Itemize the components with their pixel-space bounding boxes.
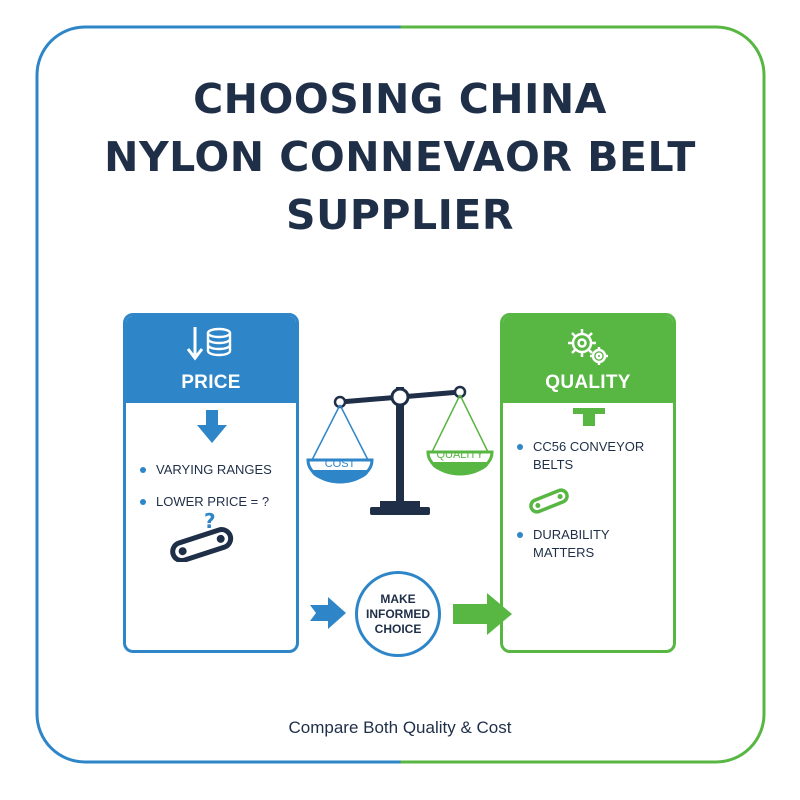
price-panel-header: PRICE [126, 316, 296, 403]
title-line-3: SUPPLIER [286, 191, 514, 239]
price-bullets: VARYING RANGES LOWER PRICE = ? [136, 461, 290, 525]
title-line-2: NYLON CONNEVAOR BELT [104, 133, 696, 181]
list-item: VARYING RANGES [136, 461, 290, 479]
list-item: CC56 CONVEYOR BELTS [513, 438, 667, 474]
quality-panel: QUALITY CC56 CONVEYOR BELTS DURABILITY M… [500, 313, 676, 653]
scale-quality-label: QUALITY [436, 449, 484, 461]
up-arrow-icon [573, 408, 605, 426]
footer-caption: Compare Both Quality & Cost [288, 718, 512, 737]
make-informed-choice-circle: MAKE INFORMED CHOICE [355, 571, 441, 657]
bullet-text: VARYING RANGES [156, 462, 272, 477]
page-title: CHOOSING CHINA NYLON CONNEVAOR BELT SUPP… [0, 70, 800, 244]
list-item: LOWER PRICE = ? [136, 493, 290, 511]
scale-cost-label: COST [325, 458, 356, 470]
bullet-text: DURABILITY MATTERS [533, 527, 610, 560]
conveyor-belt-icon [529, 488, 569, 514]
balance-scale: COST QUALITY [306, 385, 494, 515]
down-arrow-icon [197, 410, 227, 443]
quality-bullets: CC56 CONVEYOR BELTS DURABILITY MATTERS [513, 438, 667, 576]
gears-icon [568, 329, 608, 365]
left-arrow-icon [310, 597, 346, 629]
quality-label: QUALITY [545, 372, 631, 393]
price-label: PRICE [181, 372, 241, 393]
right-arrow-icon [453, 593, 512, 635]
bullet-text: LOWER PRICE = ? [156, 494, 270, 509]
choice-text: MAKE INFORMED CHOICE [366, 591, 430, 636]
svg-text:?: ? [204, 510, 216, 533]
price-panel: PRICE VARYING RANGES LOWER PRICE = ? ? [123, 313, 299, 653]
conveyor-question-icon: ? [170, 510, 234, 562]
down-arrow-coins-icon [186, 327, 232, 361]
bullet-text: CC56 CONVEYOR BELTS [533, 439, 645, 472]
list-item: DURABILITY MATTERS [513, 526, 667, 562]
title-line-1: CHOOSING CHINA [193, 75, 607, 123]
quality-panel-header: QUALITY [503, 316, 673, 403]
